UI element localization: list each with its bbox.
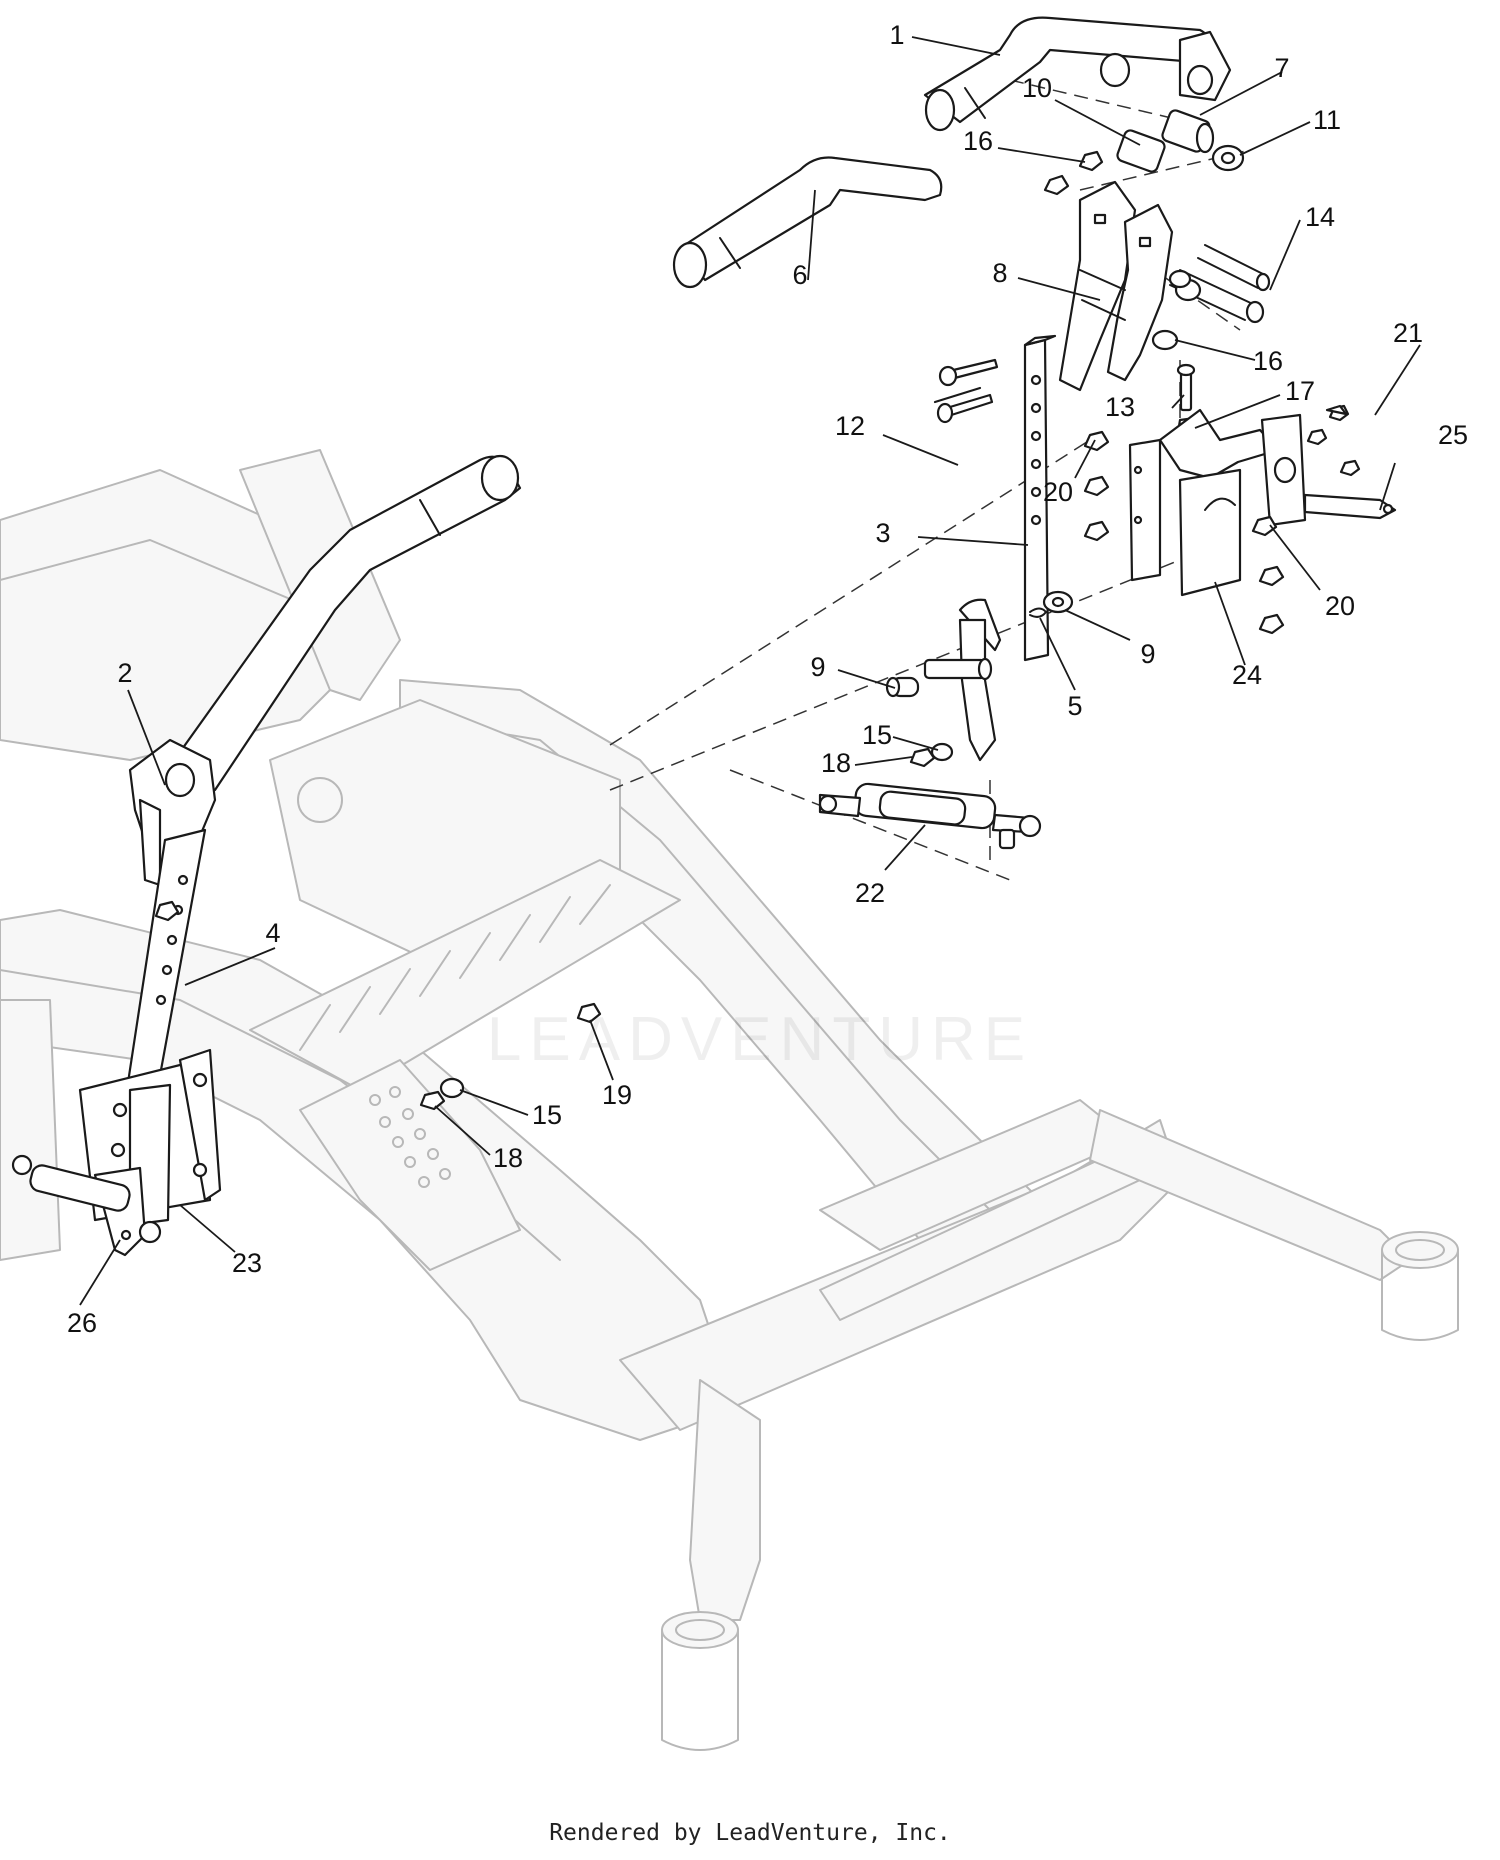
callout-26: 26 [67,1308,97,1338]
pin-14 [1168,244,1271,324]
callout-14: 14 [1305,202,1335,232]
handle-bar-1 [923,16,1232,132]
washer-11 [1211,144,1245,172]
footer-credit: Rendered by LeadVenture, Inc. [549,1820,951,1846]
callout-2: 2 [117,658,132,688]
spring-pin-5 [1029,607,1048,618]
footrest-holes [369,1086,451,1188]
watermark-text: LEADVENTURE [487,1005,1033,1074]
callout-9-right: 9 [1140,639,1155,669]
washer-16-lower [1151,329,1179,351]
callout-21: 21 [1393,318,1423,348]
callout-5: 5 [1067,691,1082,721]
callout-10: 10 [1022,73,1052,103]
callout-12: 12 [835,411,865,441]
bolts-20-left [1083,430,1110,542]
skid-slots [299,884,611,1051]
bushing-7 [1161,109,1215,154]
callout-18-upper: 18 [821,748,851,778]
bolt-12 [933,358,999,424]
callout-20-right: 20 [1325,591,1355,621]
callout-16-lower: 16 [1253,346,1283,376]
handle-assembly-left [158,454,522,792]
callout-16-upper: 16 [963,126,993,156]
callout-6: 6 [792,260,807,290]
callout-11: 11 [1313,105,1341,135]
fitting-19 [576,1002,602,1024]
bracket-8 [1058,180,1174,392]
control-arm-3 [958,334,1057,762]
bolt-13 [1176,363,1196,412]
spacer-9-right [1042,590,1074,614]
callout-17: 17 [1285,376,1315,406]
callout-3: 3 [875,518,890,548]
callout-23: 23 [232,1248,262,1278]
leader-lines [79,36,1421,1306]
bushing-10 [1116,129,1166,173]
bolts-21 [1306,404,1361,477]
pivot-shaft [923,657,993,681]
parts [11,16,1397,1257]
callout-20-left: 20 [1043,477,1073,507]
callout-18-lower: 18 [493,1143,523,1173]
callout-1: 1 [889,20,904,50]
callouts: 1 2 3 4 5 6 7 8 9 9 10 11 12 13 14 15 15… [67,20,1468,1338]
washer-15-upper [930,742,954,762]
callout-15-lower: 15 [532,1100,562,1130]
bolts-20-right [1251,515,1285,635]
plate-25 [1260,413,1397,527]
callout-19: 19 [602,1080,632,1110]
mount-bracket-24 [1128,408,1280,597]
callout-24: 24 [1232,660,1262,690]
callout-22: 22 [855,878,885,908]
callout-7: 7 [1274,53,1289,83]
damper-left [11,1154,162,1244]
handle-bar-6 [672,156,943,289]
mower-frame [0,449,1459,1751]
callout-8: 8 [992,258,1007,288]
callout-15-upper: 15 [862,720,892,750]
callout-9-left: 9 [810,652,825,682]
washer-15-lower [439,1077,465,1099]
nut-16-upper [1043,150,1104,196]
callout-25: 25 [1438,420,1468,450]
nut-18-upper [909,747,936,768]
nut-18-lower [419,1090,446,1111]
callout-13: 13 [1105,392,1135,422]
callout-4: 4 [265,918,280,948]
damper-22 [818,782,1042,850]
